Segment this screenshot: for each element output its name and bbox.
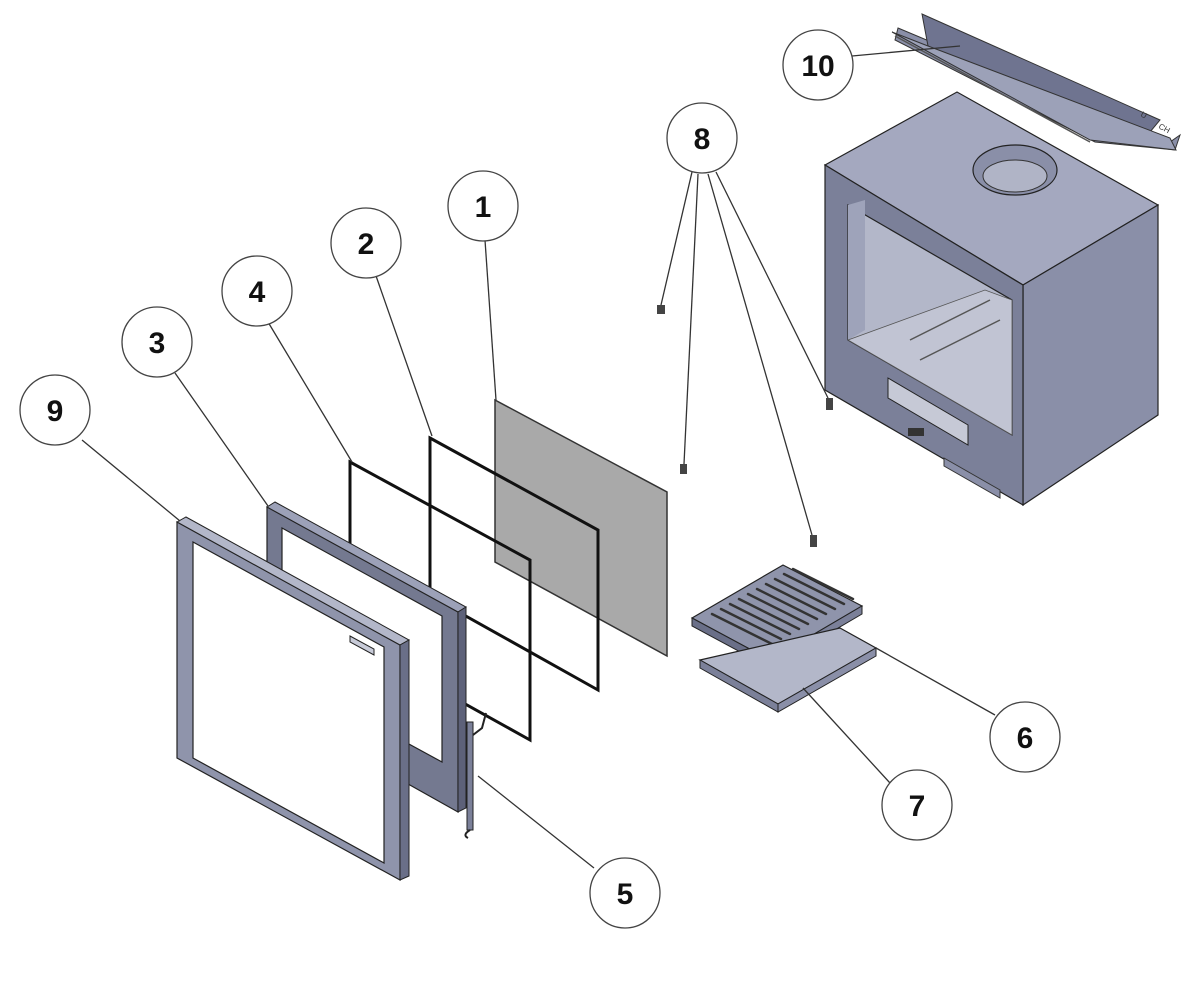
grate-slot <box>782 572 846 606</box>
callout-circle <box>666 102 738 174</box>
callout-9: 9 <box>19 374 91 446</box>
leader-8b <box>683 173 699 465</box>
leader-3 <box>174 372 269 507</box>
callout-label: 1 <box>475 191 492 224</box>
callout-circle <box>881 769 953 841</box>
callout-label: 10 <box>801 50 834 83</box>
leader-lines <box>81 45 996 869</box>
grate-slot <box>710 612 774 646</box>
part-glass-panel <box>494 398 668 658</box>
callout-circle <box>121 306 193 378</box>
callout-label: 7 <box>909 790 926 823</box>
callout-10: 10 <box>782 29 854 101</box>
callout-5: 5 <box>589 857 661 929</box>
callout-label: 8 <box>694 123 711 156</box>
marking-ch: CH <box>1157 122 1172 135</box>
callout-2: 2 <box>330 207 402 279</box>
grate-slot <box>746 592 810 626</box>
marking-u: U <box>1139 110 1149 121</box>
grate-slot <box>755 587 819 621</box>
grate-slot <box>791 567 855 601</box>
leader-8d <box>715 171 829 399</box>
part-firebox <box>823 91 1160 507</box>
callout-circle <box>589 857 661 929</box>
callout-label: 5 <box>617 878 634 911</box>
callout-group: 1 2 3 4 5 6 7 8 9 10 <box>19 29 1061 929</box>
leader-6 <box>875 647 996 716</box>
leader-2 <box>374 272 433 437</box>
leader-8c <box>707 173 813 536</box>
leader-5 <box>477 775 595 869</box>
grate-slot <box>719 607 783 641</box>
callout-label: 4 <box>249 276 266 309</box>
leader-9 <box>81 439 181 522</box>
part-glass-clips <box>657 305 833 547</box>
grate-slot <box>773 577 837 611</box>
part-outer-door-frame <box>175 516 411 882</box>
grate-slot <box>764 582 828 616</box>
callout-8: 8 <box>666 102 738 174</box>
grate-slot <box>728 602 792 636</box>
callout-circle <box>447 170 519 242</box>
callout-6: 6 <box>989 701 1061 773</box>
part-baffle-plate: U CH <box>891 13 1181 151</box>
callout-label: 6 <box>1017 722 1034 755</box>
callout-label: 9 <box>47 395 64 428</box>
callout-1: 1 <box>447 170 519 242</box>
leader-8a <box>660 171 693 306</box>
callout-circle <box>19 374 91 446</box>
callout-circle <box>221 255 293 327</box>
leader-1 <box>484 239 497 401</box>
part-door-handle <box>464 712 487 839</box>
callout-circle <box>330 207 402 279</box>
callout-circle <box>989 701 1061 773</box>
leader-10 <box>851 45 961 57</box>
callout-4: 4 <box>221 255 293 327</box>
leader-4 <box>267 321 353 463</box>
callout-3: 3 <box>121 306 193 378</box>
callout-circle <box>782 29 854 101</box>
leader-7 <box>802 687 891 784</box>
grate-slot <box>737 597 801 631</box>
callout-label: 2 <box>358 228 375 261</box>
callout-label: 3 <box>149 327 166 360</box>
part-glass-gasket <box>428 435 600 693</box>
callout-7: 7 <box>881 769 953 841</box>
